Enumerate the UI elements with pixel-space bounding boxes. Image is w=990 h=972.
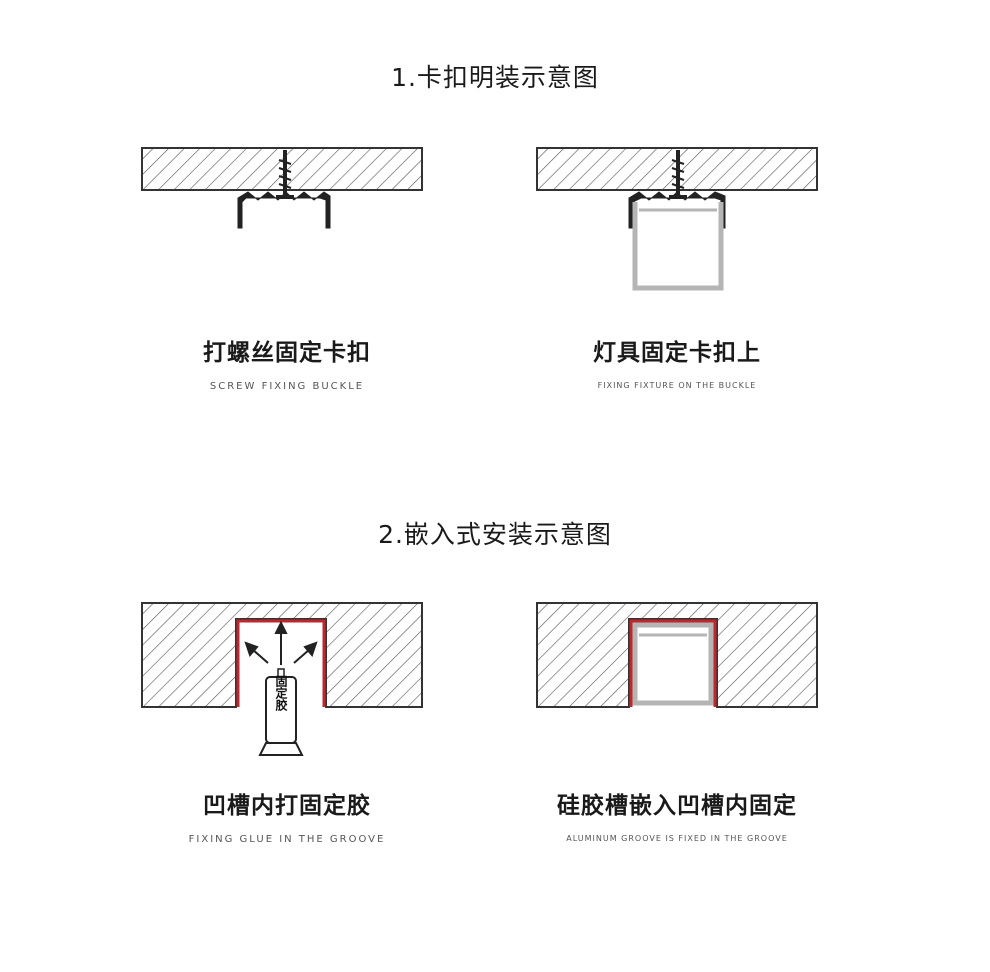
screw-icon	[276, 150, 294, 199]
aluminum-profile	[632, 622, 714, 706]
caption-en: ALUMINUM GROOVE IS FIXED IN THE GROOVE	[566, 834, 788, 843]
glue-tube-icon: 固定胶	[258, 668, 304, 756]
ceiling-slab-with-groove	[141, 602, 423, 708]
glue-line	[629, 619, 717, 707]
caption-fixture-on-buckle: 灯具固定卡扣上 FIXING FIXTURE ON THE BUCKLE	[527, 333, 827, 390]
diagram-groove-fixed	[536, 602, 818, 708]
diagram-fixture-on-buckle	[536, 147, 818, 291]
caption-groove-fixed: 硅胶槽嵌入凹槽内固定 ALUMINUM GROOVE IS FIXED IN T…	[527, 786, 827, 843]
buckle-clip	[237, 191, 331, 229]
diagram-screw-buckle	[141, 147, 423, 229]
caption-glue-in-groove: 凹槽内打固定胶 FIXING GLUE IN THE GROOVE	[137, 786, 437, 845]
caption-en: SCREW FIXING BUCKLE	[209, 381, 365, 392]
glue-tube-label: 固定胶	[274, 675, 288, 712]
caption-zh: 硅胶槽嵌入凹槽内固定	[557, 793, 797, 819]
buckle-clip	[628, 191, 726, 229]
section-2-title: 2.嵌入式安装示意图	[378, 520, 612, 549]
section-1-title: 1.卡扣明装示意图	[391, 63, 599, 92]
aluminum-profile	[632, 202, 724, 291]
caption-en: FIXING FIXTURE ON THE BUCKLE	[597, 381, 757, 390]
caption-en: FIXING GLUE IN THE GROOVE	[188, 834, 386, 845]
caption-zh: 打螺丝固定卡扣	[203, 340, 371, 366]
caption-zh: 凹槽内打固定胶	[203, 793, 371, 819]
ceiling-slab-with-groove	[536, 602, 818, 708]
caption-zh: 灯具固定卡扣上	[593, 340, 761, 366]
screw-icon	[669, 150, 687, 199]
arrow-icon	[244, 620, 318, 665]
caption-screw-buckle: 打螺丝固定卡扣 SCREW FIXING BUCKLE	[137, 333, 437, 392]
diagram-glue-in-groove: 固定胶	[141, 602, 423, 756]
